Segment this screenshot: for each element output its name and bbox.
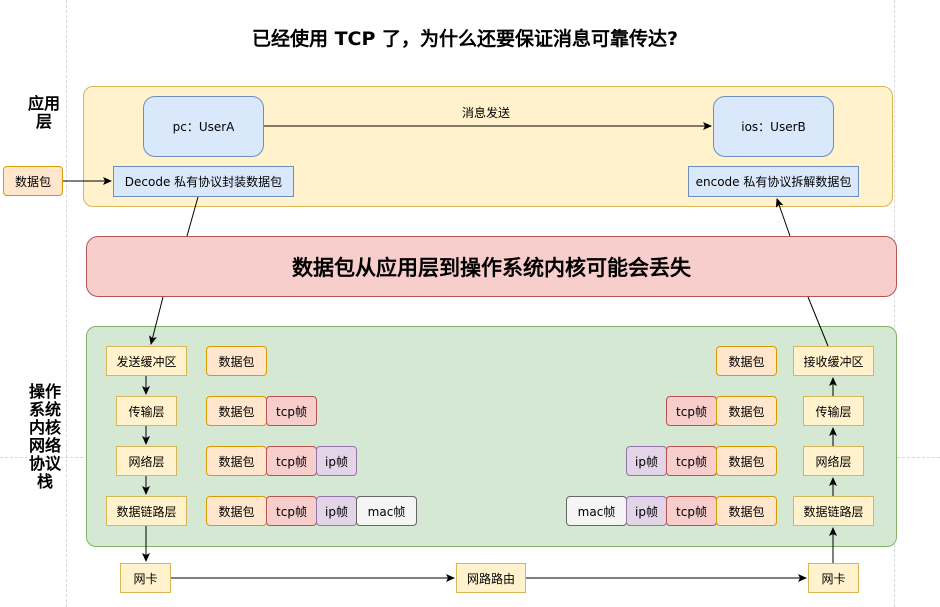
receiver-nic-box: 网卡 — [808, 563, 859, 593]
receiver-network-layer: 网络层 — [803, 446, 864, 476]
sender-nic-box: 网卡 — [120, 563, 171, 593]
buffer-to-encode-arrow-top — [775, 198, 791, 237]
receive-buffer-layer: 接收缓冲区 — [793, 346, 874, 376]
receiver-tcp-frame-chip: tcp帧 — [666, 496, 717, 526]
app-layer-label: 应用层 — [27, 94, 60, 131]
send-buffer-layer: 发送缓冲区 — [106, 346, 187, 376]
kernel-stack-label: 操作系统内核网络协议栈 — [28, 382, 61, 491]
receiver-tcp-frame-chip: tcp帧 — [666, 446, 717, 476]
receiver-ip-frame-chip: ip帧 — [626, 496, 667, 526]
sender-datalink-layer: 数据链路层 — [106, 496, 187, 526]
sender-packet-chip: 数据包 — [206, 346, 267, 376]
buffer-to-encode-arrow-bottom — [807, 296, 829, 347]
decode-to-buffer-arrow-bottom — [149, 296, 164, 345]
sender-ip-frame-chip: ip帧 — [316, 496, 357, 526]
guide-line — [66, 0, 67, 607]
packet-loss-banner: 数据包从应用层到操作系统内核可能会丢失 — [86, 236, 897, 297]
receiver-packet-chip: 数据包 — [716, 496, 777, 526]
decode-box: Decode 私有协议封装数据包 — [113, 166, 294, 197]
user-a-box: pc：UserA — [143, 96, 264, 157]
user-b-box: ios：UserB — [713, 96, 834, 157]
sender-tcp-frame-chip: tcp帧 — [266, 496, 317, 526]
sender-transport-layer: 传输层 — [116, 396, 177, 426]
input-packet-box: 数据包 — [3, 166, 63, 196]
sender-ip-frame-chip: ip帧 — [316, 446, 357, 476]
page-title: 已经使用 TCP 了，为什么还要保证消息可靠传达? — [251, 28, 679, 50]
sender-network-layer: 网络层 — [116, 446, 177, 476]
sender-packet-chip: 数据包 — [206, 496, 267, 526]
receiver-mac-frame-chip: mac帧 — [566, 496, 627, 526]
sender-tcp-frame-chip: tcp帧 — [266, 446, 317, 476]
message-send-label: 消息发送 — [462, 106, 511, 120]
receiver-packet-chip: 数据包 — [716, 396, 777, 426]
receiver-transport-layer: 传输层 — [803, 396, 864, 426]
receiver-ip-frame-chip: ip帧 — [626, 446, 667, 476]
sender-packet-chip: 数据包 — [206, 396, 267, 426]
sender-packet-chip: 数据包 — [206, 446, 267, 476]
guide-line — [894, 0, 895, 607]
sender-mac-frame-chip: mac帧 — [356, 496, 417, 526]
receiver-packet-chip: 数据包 — [716, 346, 777, 376]
receiver-tcp-frame-chip: tcp帧 — [666, 396, 717, 426]
receiver-datalink-layer: 数据链路层 — [793, 496, 874, 526]
router-box: 网路路由 — [456, 563, 526, 593]
encode-box: encode 私有协议拆解数据包 — [688, 166, 859, 197]
sender-tcp-frame-chip: tcp帧 — [266, 396, 317, 426]
receiver-packet-chip: 数据包 — [716, 446, 777, 476]
decode-to-buffer-arrow-top — [186, 196, 199, 237]
